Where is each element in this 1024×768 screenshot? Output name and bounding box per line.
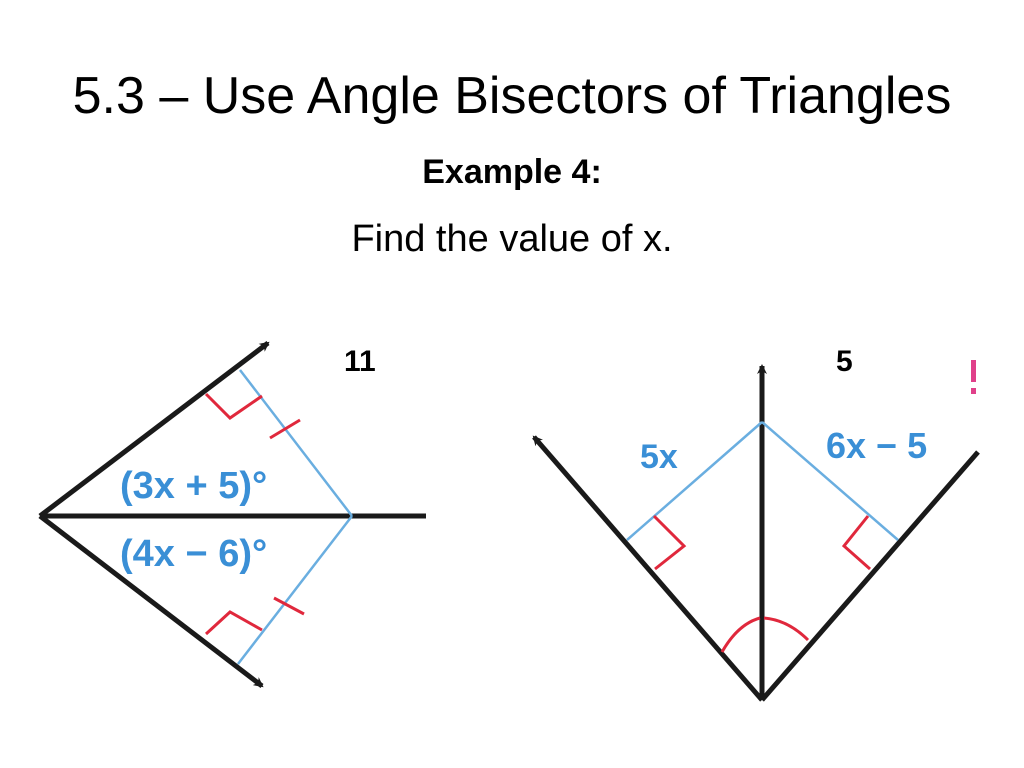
figure1-angle-diagram: (3x + 5)° (4x − 6)° (38, 341, 426, 688)
figure1-lower-distance-segment (237, 515, 353, 665)
figure1-upper-ray (38, 341, 270, 518)
figure2-right-right-angle-mark (841, 515, 871, 571)
figure2-left-distance-label: 5x (640, 438, 678, 476)
figure2-angle-arc-right (763, 616, 810, 642)
figure2-left-right-angle-mark (652, 514, 687, 571)
example-heading: Example 4: (422, 153, 602, 191)
figure2-angle-arc-left (720, 616, 761, 653)
figure1-answer: 11 (344, 345, 376, 378)
figure1-upper-right-angle-mark (204, 392, 263, 420)
figure2-left-distance-segment (626, 421, 763, 541)
figure1-upper-tick-mark (269, 418, 301, 440)
figure1-lower-tick-mark (273, 596, 305, 616)
figure1-lower-angle-label: (4x − 6)° (120, 533, 267, 575)
figure1-upper-distance-segment (239, 369, 353, 517)
figure2-angle-diagram: 5x 6x − 5 (532, 360, 980, 702)
figure2-right-distance-label: 6x − 5 (826, 425, 927, 466)
problem-prompt: Find the value of x. (351, 218, 673, 260)
stray-pink-mark (971, 360, 976, 394)
slide-title: 5.3 – Use Angle Bisectors of Triangles (72, 67, 952, 125)
figure2-left-ray (532, 435, 764, 702)
figure2-right-distance-segment (761, 421, 899, 541)
figure1-upper-angle-label: (3x + 5)° (120, 465, 267, 507)
figure1-lower-ray (38, 514, 264, 688)
figure2-answer: 5 (836, 345, 853, 378)
figure2-right-ray (760, 450, 980, 702)
figure1-lower-right-angle-mark (204, 610, 263, 636)
